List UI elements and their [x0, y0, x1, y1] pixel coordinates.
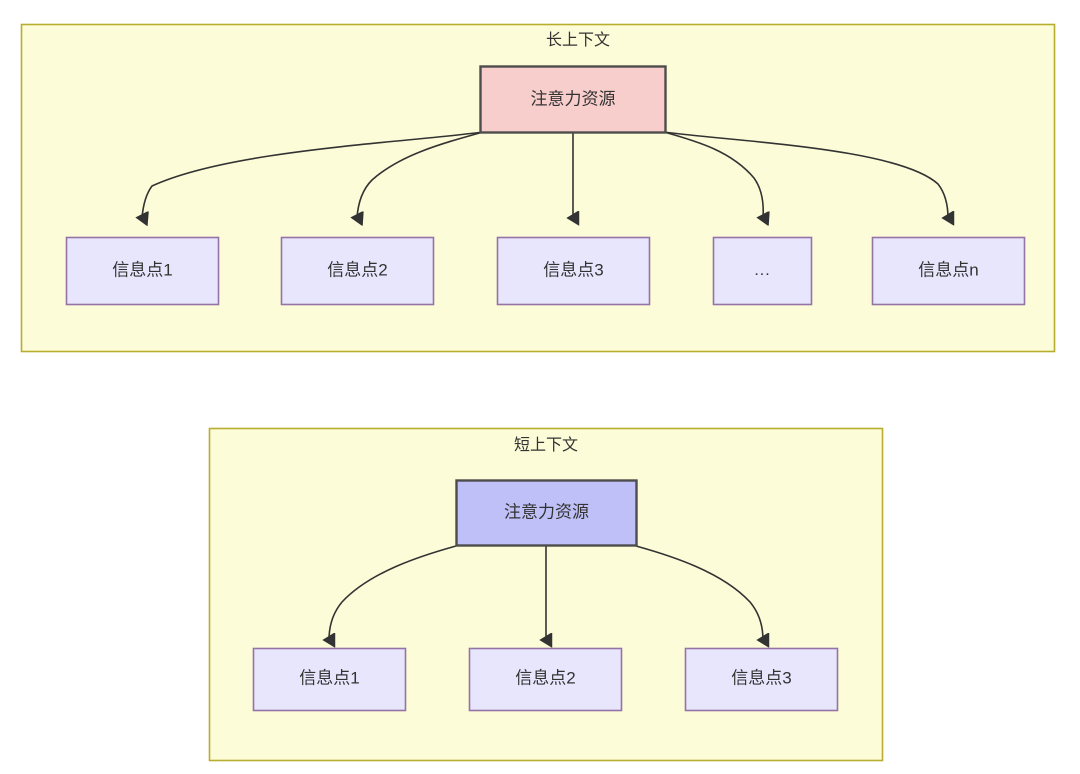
node-info-long-n-label: 信息点n: [918, 260, 978, 279]
node-info-long-3-label: 信息点3: [543, 260, 603, 279]
node-info-long-1-label: 信息点1: [112, 260, 172, 279]
node-attention-short[interactable]: 注意力资源: [455, 479, 638, 547]
node-info-long-1[interactable]: 信息点1: [65, 236, 220, 306]
node-attention-long[interactable]: 注意力资源: [479, 65, 667, 134]
edges-short-context: [329, 545, 763, 640]
edge-to-info-4: [663, 131, 763, 218]
edges-long-context: [142, 131, 948, 218]
edge-to-info-3: [635, 545, 763, 640]
node-info-long-2[interactable]: 信息点2: [280, 236, 435, 306]
node-info-short-3-label: 信息点3: [731, 668, 791, 687]
edge-to-info-1: [329, 545, 457, 640]
edge-to-info-1: [142, 131, 484, 218]
node-info-short-1-label: 信息点1: [299, 668, 359, 687]
node-info-long-ellipsis-label: ...: [754, 262, 770, 279]
node-info-long-ellipsis[interactable]: ...: [712, 236, 813, 306]
node-info-short-2-label: 信息点2: [515, 668, 575, 687]
node-info-long-3[interactable]: 信息点3: [496, 236, 651, 306]
edge-to-info-2: [357, 131, 484, 218]
node-info-short-1[interactable]: 信息点1: [252, 647, 407, 712]
group-title-long-context: 长上下文: [546, 31, 610, 49]
node-info-short-3[interactable]: 信息点3: [684, 647, 839, 712]
group-long-context: 长上下文 注意力资源 信息点1 信息点2: [20, 23, 1056, 353]
edge-to-info-5: [663, 131, 948, 218]
node-attention-long-label: 注意力资源: [531, 89, 616, 108]
group-short-context: 短上下文 注意力资源 信息点1 信息点2: [208, 427, 884, 762]
node-info-short-2[interactable]: 信息点2: [468, 647, 623, 712]
node-info-long-n[interactable]: 信息点n: [871, 236, 1026, 306]
node-attention-short-label: 注意力资源: [504, 502, 589, 521]
group-title-short-context: 短上下文: [514, 436, 578, 454]
node-info-long-2-label: 信息点2: [327, 260, 387, 279]
